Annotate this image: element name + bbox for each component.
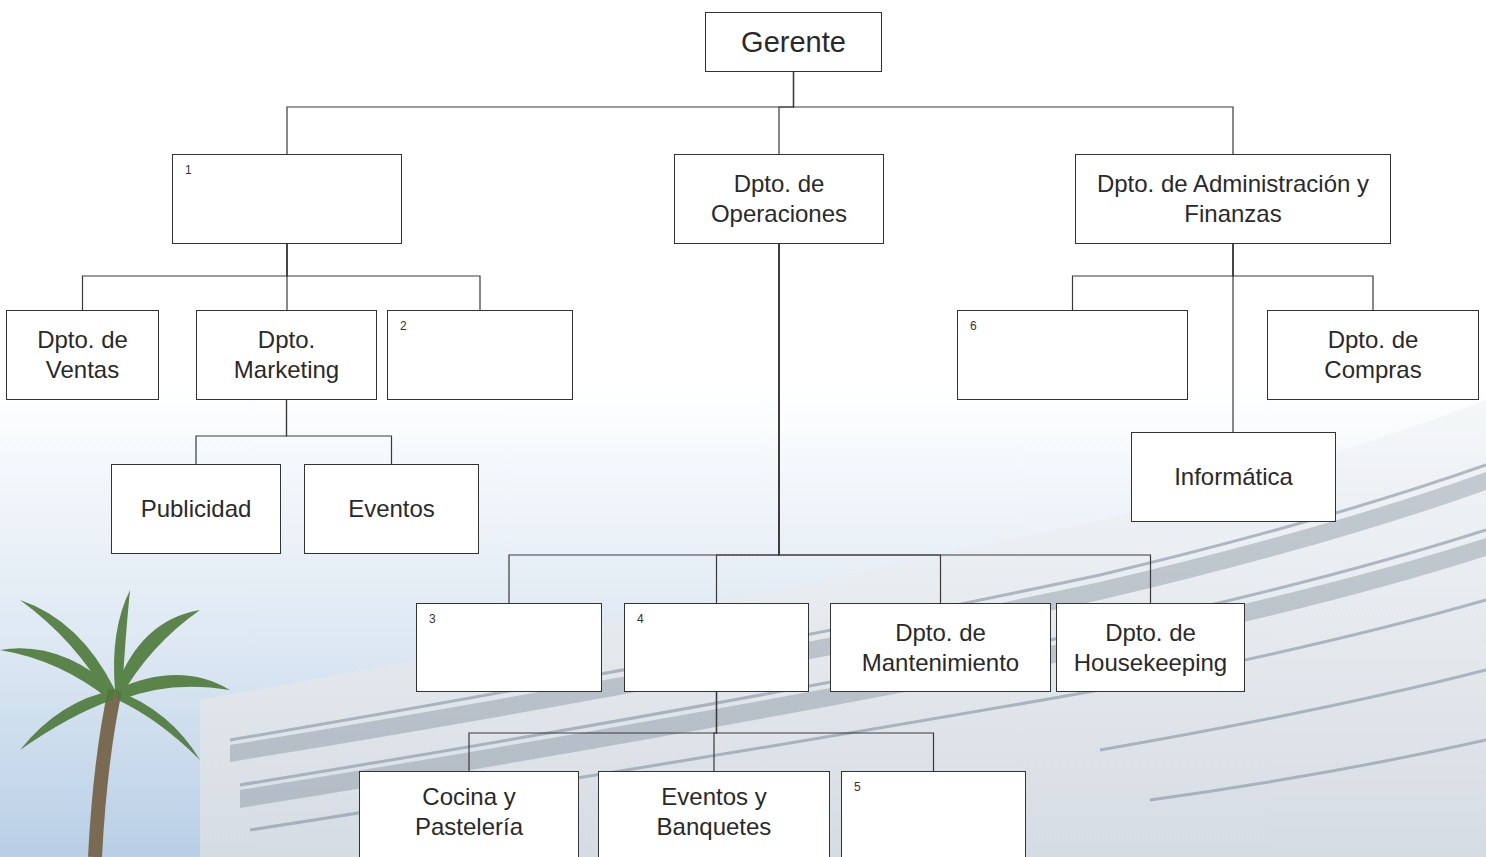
callout-number: 1 xyxy=(185,163,192,177)
node-label: Dpto. Marketing xyxy=(197,325,376,385)
org-connector xyxy=(83,244,288,310)
org-connector xyxy=(779,72,794,154)
org-connector xyxy=(717,244,780,603)
node-label: Eventos y Banquetes xyxy=(599,782,829,842)
org-connector xyxy=(287,400,392,464)
node-label: Dpto. de Administración y Finanzas xyxy=(1076,169,1390,229)
department-box: Dpto. de Housekeeping xyxy=(1056,603,1245,692)
node-label: Cocina y Pastelería xyxy=(360,782,578,842)
node-label: Publicidad xyxy=(127,494,266,524)
org-connector xyxy=(509,244,779,603)
department-box: Dpto. Marketing xyxy=(196,310,377,400)
node-label: Dpto. de Compras xyxy=(1268,325,1478,385)
department-box: Publicidad xyxy=(111,464,281,554)
org-connector xyxy=(469,692,717,771)
callout-number: 4 xyxy=(637,612,644,626)
blank-box: 3 xyxy=(416,603,602,692)
org-connector xyxy=(1233,244,1373,310)
node-label: Dpto. de Housekeeping xyxy=(1057,618,1244,678)
blank-box: 5 xyxy=(841,771,1026,857)
org-connector xyxy=(287,244,480,310)
callout-number: 5 xyxy=(854,780,861,794)
node-label: Informática xyxy=(1160,462,1307,492)
callout-number: 3 xyxy=(429,612,436,626)
department-box: Dpto. de Compras xyxy=(1267,310,1479,400)
department-box: Eventos xyxy=(304,464,479,554)
department-box: Eventos y Banquetes xyxy=(598,771,830,857)
org-connector xyxy=(779,244,1151,603)
node-label: Dpto. de Ventas xyxy=(7,325,158,385)
org-connector xyxy=(1232,244,1233,432)
blank-box: 4 xyxy=(624,603,809,692)
node-label: Eventos xyxy=(334,494,449,524)
department-box: Dpto. de Administración y Finanzas xyxy=(1075,154,1391,244)
department-box: Informática xyxy=(1131,432,1336,522)
node-label: Dpto. de Operaciones xyxy=(675,169,883,229)
department-box: Dpto. de Ventas xyxy=(6,310,159,400)
node-label: Gerente xyxy=(727,24,860,60)
department-box: Dpto. de Mantenimiento xyxy=(830,603,1051,692)
org-connector xyxy=(717,692,934,771)
department-box: Cocina y Pastelería xyxy=(359,771,579,857)
org-connector xyxy=(196,400,287,464)
blank-box: 2 xyxy=(387,310,573,400)
callout-number: 2 xyxy=(400,319,407,333)
department-box: Dpto. de Operaciones xyxy=(674,154,884,244)
department-box: Gerente xyxy=(705,12,882,72)
node-label: Dpto. de Mantenimiento xyxy=(831,618,1050,678)
org-connector xyxy=(779,244,941,603)
blank-box: 6 xyxy=(957,310,1188,400)
org-connector xyxy=(1073,244,1234,310)
org-connector xyxy=(794,72,1234,154)
org-connector xyxy=(287,72,794,154)
callout-number: 6 xyxy=(970,319,977,333)
blank-box: 1 xyxy=(172,154,402,244)
